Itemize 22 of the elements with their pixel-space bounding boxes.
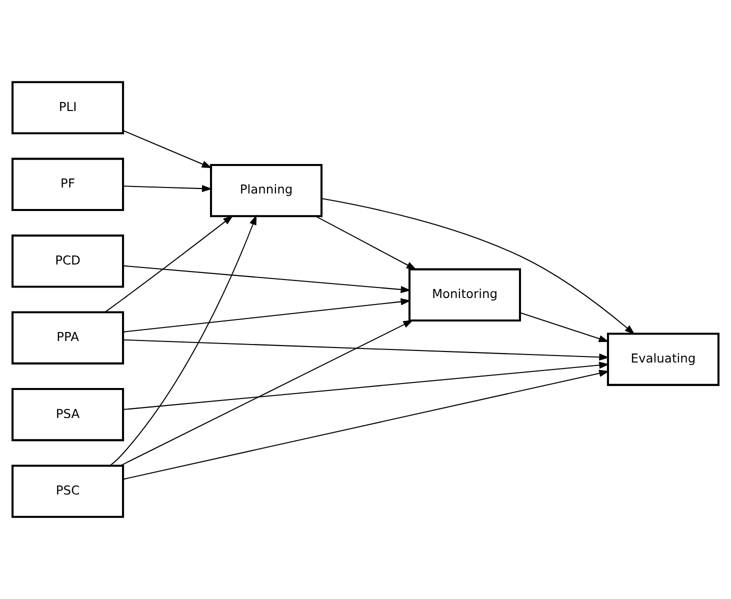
node-box: Evaluating bbox=[606, 332, 720, 386]
arrow bbox=[520, 312, 610, 342]
arrow bbox=[123, 184, 212, 192]
node-box: Planning bbox=[210, 164, 323, 218]
node-box: PSA bbox=[12, 388, 124, 442]
arrow bbox=[123, 130, 212, 168]
arrow bbox=[123, 265, 411, 294]
arrow bbox=[104, 215, 234, 312]
arrow bbox=[110, 214, 257, 466]
arrow bbox=[316, 216, 417, 270]
node-box: PPA bbox=[12, 311, 124, 364]
node-box: Monitoring bbox=[408, 268, 521, 322]
arrow bbox=[120, 320, 414, 466]
node-box: PF bbox=[12, 158, 124, 211]
node-box: PLI bbox=[12, 81, 124, 134]
arrow bbox=[123, 339, 610, 361]
node-box: PCD bbox=[12, 234, 124, 288]
arrow bbox=[122, 362, 610, 410]
arrow bbox=[123, 298, 411, 332]
arrow bbox=[122, 370, 610, 480]
node-box: PSC bbox=[12, 464, 124, 518]
arrow bbox=[321, 198, 635, 335]
